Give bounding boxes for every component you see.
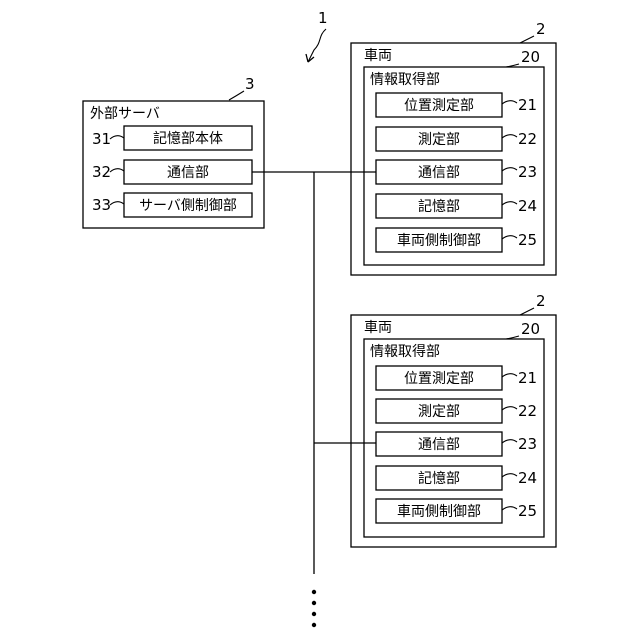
vehicle-1: 車両 2 情報取得部 20 位置測定部 21 測定部 22 通信部 23 記憶部 xyxy=(351,20,556,275)
server-control-label: サーバ側制御部 xyxy=(139,198,237,214)
vehicle-2-unit-title: 情報取得部 xyxy=(370,343,440,360)
vehicle-1-item-comm: 通信部 23 xyxy=(376,160,537,184)
vehicle-2: 車両 2 情報取得部 20 位置測定部 21 測定部 22 通信部 23 記憶部 xyxy=(351,292,556,547)
server-item-storage: 記憶部本体 31 xyxy=(92,126,252,150)
vehicle-2-measure-leader xyxy=(502,407,517,410)
server-control-ref: 33 xyxy=(92,196,111,214)
vehicle-2-measure-label: 測定部 xyxy=(418,404,460,420)
server-item-comm: 通信部 32 xyxy=(92,160,252,184)
vehicle-1-item-control: 車両側制御部 25 xyxy=(376,228,537,252)
external-server: 外部サーバ 3 記憶部本体 31 通信部 32 サーバ側制御部 33 xyxy=(83,75,264,228)
vehicle-1-measure-leader xyxy=(502,135,517,138)
continuation-dots xyxy=(312,590,316,627)
vehicle-1-ref: 2 xyxy=(536,20,546,38)
vehicle-2-title: 車両 xyxy=(364,319,392,336)
vehicle-2-item-comm: 通信部 23 xyxy=(376,432,537,456)
vehicle-1-item-position: 位置測定部 21 xyxy=(376,93,537,117)
vehicle-2-storage-label: 記憶部 xyxy=(418,470,460,487)
vehicle-2-control-label: 車両側制御部 xyxy=(397,503,481,520)
vehicle-1-control-ref: 25 xyxy=(518,231,537,249)
system-ref-label: 1 xyxy=(318,9,328,27)
server-title: 外部サーバ xyxy=(90,106,160,122)
vehicle-1-unit-ref: 20 xyxy=(521,48,540,66)
vehicle-1-unit-title: 情報取得部 xyxy=(370,71,440,88)
vehicle-2-item-measure: 測定部 22 xyxy=(376,399,537,423)
vehicle-2-comm-label: 通信部 xyxy=(418,437,460,453)
server-comm-leader xyxy=(110,169,124,172)
vehicle-1-measure-ref: 22 xyxy=(518,130,537,148)
vehicle-1-storage-ref: 24 xyxy=(518,197,537,215)
server-storage-leader xyxy=(110,136,124,139)
server-storage-ref: 31 xyxy=(92,130,111,148)
vehicle-2-control-leader xyxy=(502,507,517,510)
vehicle-2-storage-leader xyxy=(502,474,517,477)
vehicle-1-comm-ref: 23 xyxy=(518,163,537,181)
vehicle-1-ref-leader xyxy=(520,36,534,43)
vehicle-1-measure-label: 測定部 xyxy=(418,132,460,148)
server-comm-ref: 32 xyxy=(92,163,111,181)
vehicle-2-unit-ref: 20 xyxy=(521,320,540,338)
vehicle-2-item-storage: 記憶部 24 xyxy=(376,466,537,490)
vehicle-1-position-ref: 21 xyxy=(518,96,537,114)
vehicle-1-position-leader xyxy=(502,101,517,104)
vehicle-1-item-measure: 測定部 22 xyxy=(376,127,537,151)
vehicle-1-title: 車両 xyxy=(364,47,392,64)
vehicle-1-storage-label: 記憶部 xyxy=(418,198,460,215)
vehicle-2-comm-leader xyxy=(502,440,517,443)
vehicle-1-control-label: 車両側制御部 xyxy=(397,232,481,249)
vehicle-2-control-ref: 25 xyxy=(518,502,537,520)
vehicle-2-measure-ref: 22 xyxy=(518,402,537,420)
server-item-control: サーバ側制御部 33 xyxy=(92,193,252,217)
vehicle-1-comm-label: 通信部 xyxy=(418,165,460,181)
vehicle-2-storage-ref: 24 xyxy=(518,469,537,487)
vehicle-2-position-label: 位置測定部 xyxy=(404,371,474,387)
vehicle-2-position-ref: 21 xyxy=(518,369,537,387)
vehicle-1-storage-leader xyxy=(502,202,517,205)
vehicle-2-ref: 2 xyxy=(536,292,546,310)
server-ref-label: 3 xyxy=(245,75,255,93)
vehicle-1-item-storage: 記憶部 24 xyxy=(376,194,537,218)
vehicle-2-item-control: 車両側制御部 25 xyxy=(376,499,537,523)
server-comm-label: 通信部 xyxy=(167,165,209,181)
vehicle-2-item-position: 位置測定部 21 xyxy=(376,366,537,390)
vehicle-1-control-leader xyxy=(502,236,517,239)
system-ref-arrow xyxy=(308,29,326,62)
server-ref-leader xyxy=(229,91,244,100)
vehicle-2-comm-ref: 23 xyxy=(518,435,537,453)
vehicle-2-ref-leader xyxy=(520,308,534,315)
vehicle-2-position-leader xyxy=(502,374,517,377)
vehicle-1-comm-leader xyxy=(502,168,517,171)
server-storage-label: 記憶部本体 xyxy=(153,130,223,147)
server-control-leader xyxy=(110,202,124,205)
vehicle-1-position-label: 位置測定部 xyxy=(404,98,474,114)
